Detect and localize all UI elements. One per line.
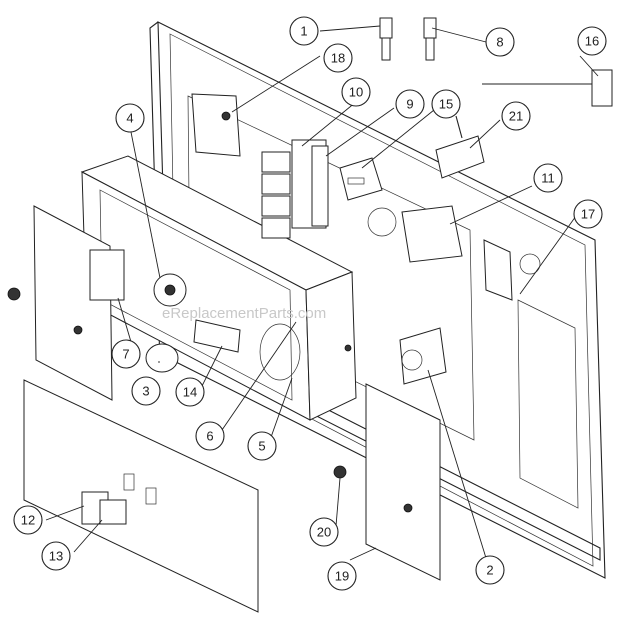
- leader-lines: [45, 25, 599, 561]
- timer-module: [339, 157, 383, 201]
- callout-label: 3: [142, 384, 149, 399]
- callout-circle: [577, 26, 607, 56]
- callout-circle: [431, 89, 461, 119]
- ignition-module: [193, 319, 241, 353]
- callout-20: 20: [309, 517, 339, 547]
- callout-5: 5: [247, 431, 277, 461]
- callout-circle: [309, 517, 339, 547]
- callout-label: 1: [300, 24, 307, 39]
- callout-17: 17: [573, 199, 603, 229]
- blower-motor: [89, 249, 187, 307]
- callout-6: 6: [195, 421, 225, 451]
- callout-circle: [341, 77, 371, 107]
- sensor-rod: [482, 69, 613, 107]
- callout-circle: [323, 43, 353, 73]
- callout-label: 9: [406, 97, 413, 112]
- callout-label: 4: [126, 111, 133, 126]
- callout-4: 4: [115, 103, 145, 133]
- callout-10: 10: [341, 77, 371, 107]
- callout-label: 5: [258, 439, 265, 454]
- callout-15: 15: [431, 89, 461, 119]
- motor-assembly: [367, 205, 463, 263]
- terminal-block: [81, 491, 127, 525]
- callout-3: 3: [131, 376, 161, 406]
- callout-1: 1: [289, 16, 319, 46]
- callout-label: 11: [541, 171, 555, 186]
- callout-label: 17: [581, 207, 595, 222]
- callout-label: 18: [331, 51, 345, 66]
- right-side-door: [365, 383, 441, 581]
- watermark-text: eReplacementParts.com: [162, 305, 326, 322]
- callout-label: 7: [122, 347, 129, 362]
- callout-12: 12: [13, 505, 43, 535]
- callout-18: 18: [323, 43, 353, 73]
- callout-circle: [501, 101, 531, 131]
- limit-switch: [483, 239, 541, 301]
- callout-label: 14: [183, 385, 197, 400]
- callout-9: 9: [395, 89, 425, 119]
- relay-bank: [261, 139, 329, 239]
- callout-21: 21: [501, 101, 531, 131]
- solenoid-valve: [435, 115, 485, 179]
- callout-label: 8: [496, 35, 503, 50]
- callout-label: 20: [317, 525, 331, 540]
- power-plug-1: [379, 17, 393, 61]
- callout-circle: [573, 199, 603, 229]
- switch-bracket: [191, 93, 241, 157]
- callout-circle: [289, 16, 319, 46]
- callout-circle: [111, 339, 141, 369]
- callout-circle: [395, 89, 425, 119]
- callout-circle: [327, 561, 357, 591]
- callout-label: 15: [439, 97, 453, 112]
- callout-label: 19: [335, 569, 349, 584]
- capacitor: [145, 343, 179, 373]
- callout-13: 13: [41, 541, 71, 571]
- callout-label: 13: [49, 549, 63, 564]
- callout-label: 6: [206, 429, 213, 444]
- callout-label: 16: [585, 34, 599, 49]
- grommet-left: [7, 287, 21, 301]
- callout-11: 11: [533, 163, 563, 193]
- callout-label: 10: [349, 85, 363, 100]
- callout-circle: [115, 103, 145, 133]
- callout-circle: [131, 376, 161, 406]
- callout-2: 2: [475, 555, 505, 585]
- callout-circle: [175, 377, 205, 407]
- grommet: [333, 465, 347, 479]
- control-box: [80, 155, 357, 421]
- power-plug-8: [423, 17, 437, 61]
- callout-circle: [247, 431, 277, 461]
- callout-14: 14: [175, 377, 205, 407]
- callout-circle: [475, 555, 505, 585]
- callout-circle: [41, 541, 71, 571]
- callout-circle: [195, 421, 225, 451]
- gas-valve: [399, 327, 447, 385]
- callout-label: 2: [486, 563, 493, 578]
- callout-label: 21: [509, 109, 523, 124]
- front-cover-panel: [23, 379, 259, 613]
- callout-circle: [485, 27, 515, 57]
- callout-circle: [13, 505, 43, 535]
- callout-7: 7: [111, 339, 141, 369]
- callout-16: 16: [577, 26, 607, 56]
- callout-label: 12: [21, 513, 35, 528]
- callout-19: 19: [327, 561, 357, 591]
- callout-8: 8: [485, 27, 515, 57]
- callout-circle: [533, 163, 563, 193]
